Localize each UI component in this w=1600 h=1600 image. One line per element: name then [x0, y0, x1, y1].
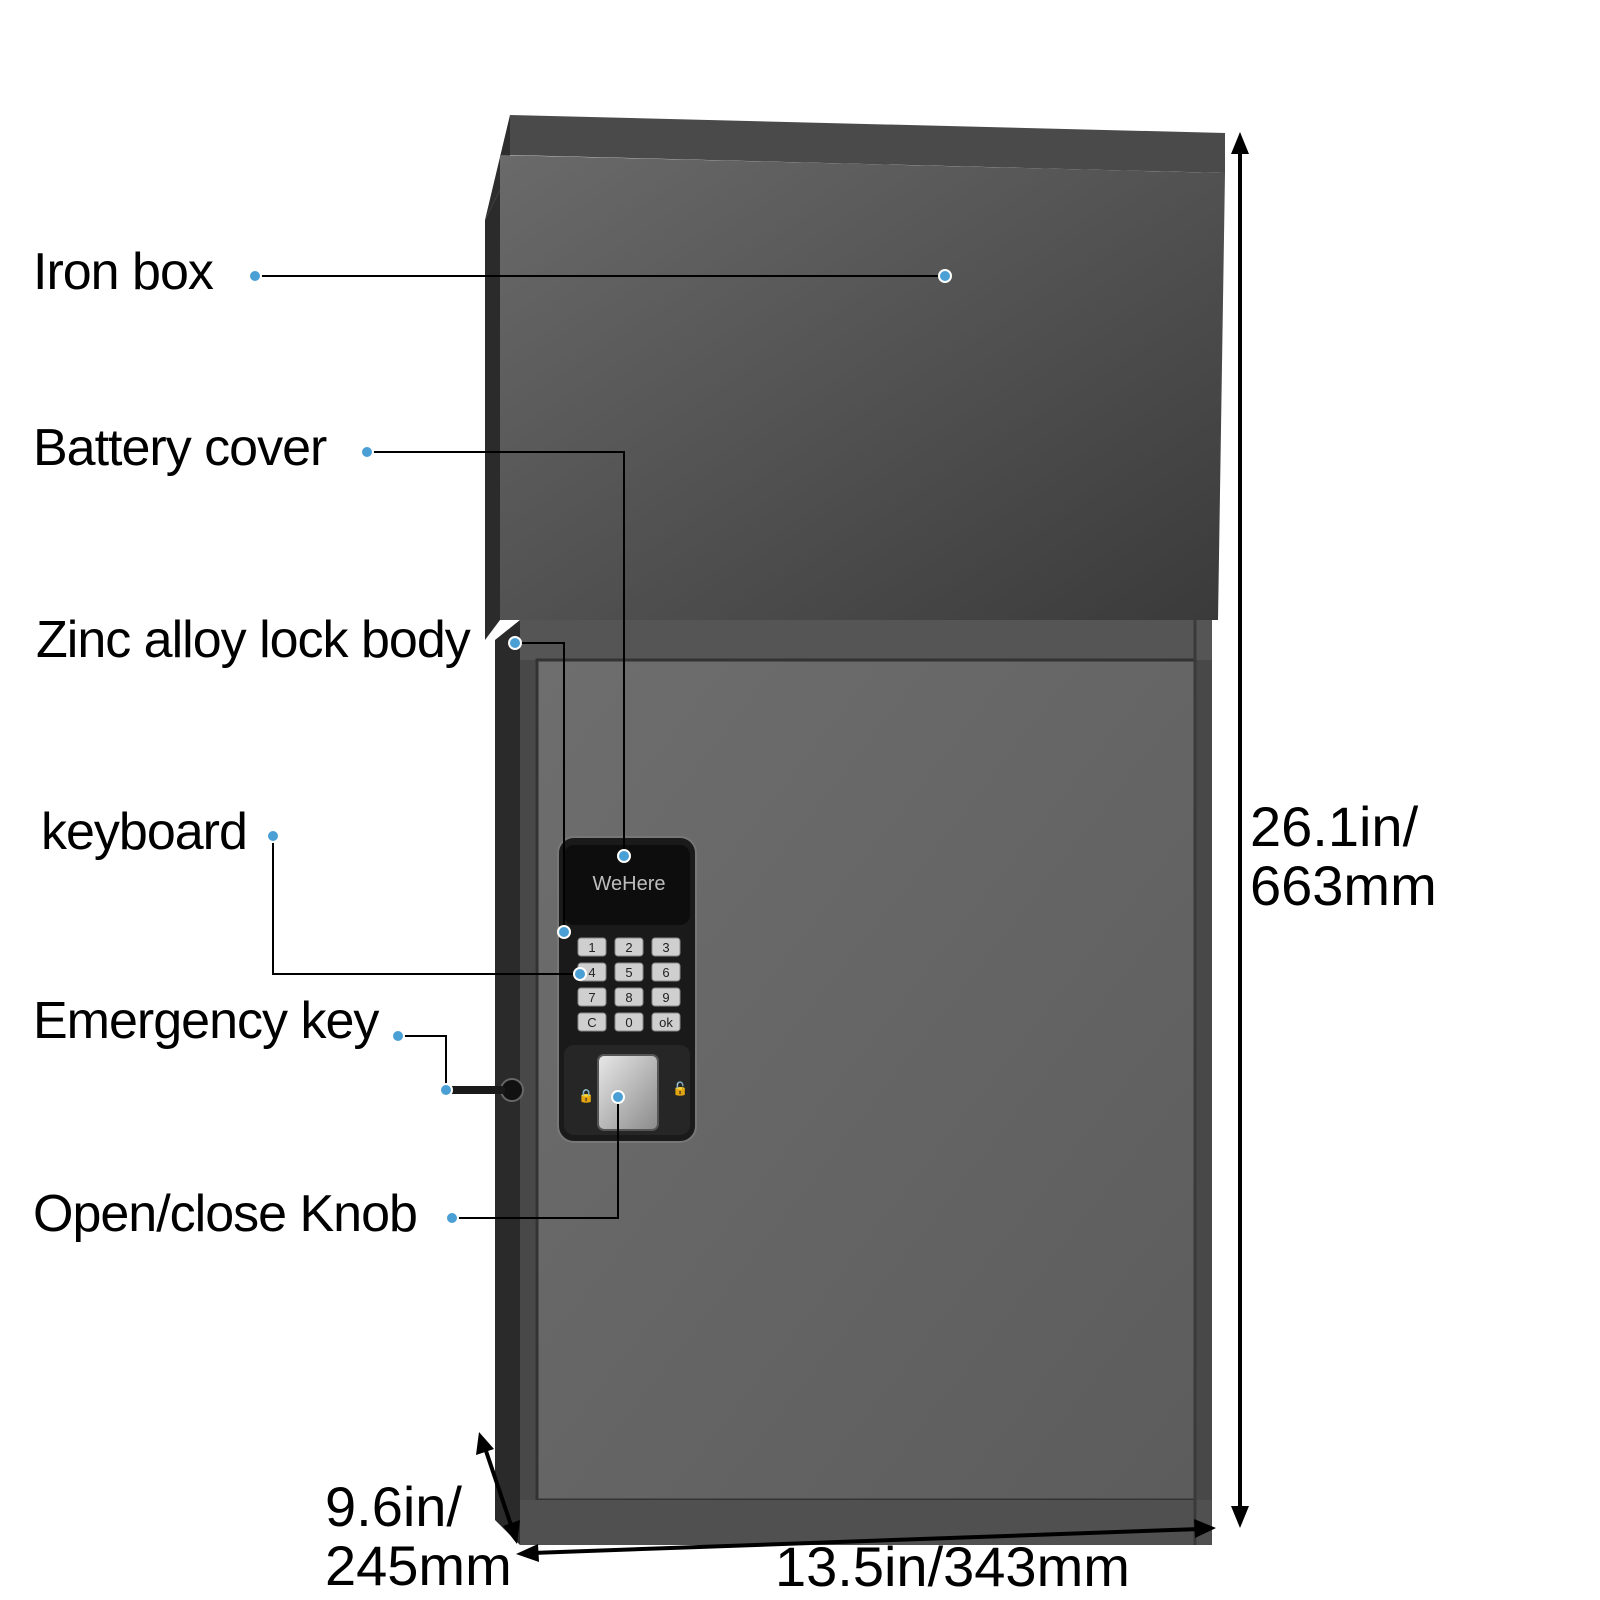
depth-mm: 245mm — [325, 1533, 512, 1597]
keypad-key[interactable] — [651, 987, 681, 1007]
keypad-key-label: 3 — [662, 940, 669, 955]
label-zinc-alloy-lock-body: Zinc alloy lock body — [36, 611, 471, 669]
width-dimension: 13.5in/343mm — [775, 1535, 1130, 1598]
height-dimension: 26.1in/ 663mm — [1250, 795, 1437, 917]
keypad-key-label: 4 — [588, 965, 595, 980]
keypad-unit: WeHere 1 2 3 4 5 6 7 8 9C 0 ok 🔒 🔓 — [557, 836, 697, 1143]
keypad-key-label: 5 — [625, 965, 632, 980]
lower-cabinet — [495, 620, 1212, 1545]
label-emergency-key: Emergency key — [33, 992, 379, 1050]
depth-in: 9.6in/ — [325, 1475, 462, 1538]
keypad-key-label: 6 — [662, 965, 669, 980]
keypad-key-label: 9 — [662, 990, 669, 1005]
height-in: 26.1in/ — [1250, 795, 1419, 858]
dimension-arrows — [476, 132, 1249, 1562]
depth-dimension: 9.6in/ 245mm — [325, 1475, 512, 1597]
keypad-key-label: 1 — [588, 940, 595, 955]
keypad-key-label: ok — [659, 1015, 673, 1030]
keypad-key[interactable] — [577, 987, 607, 1007]
keypad-key[interactable] — [651, 962, 681, 982]
label-iron-box: Iron box — [33, 243, 214, 301]
lock-closed-icon: 🔒 — [578, 1089, 594, 1104]
callout-dots — [248, 269, 952, 1225]
keypad-key[interactable] — [614, 962, 644, 982]
keypad-key[interactable] — [577, 937, 607, 957]
keypad-keys: 1 2 3 4 5 6 7 8 9C 0 ok — [577, 937, 681, 1032]
keypad-key[interactable] — [614, 937, 644, 957]
keypad-key-label: 7 — [588, 990, 595, 1005]
lock-open-icon: 🔓 — [672, 1081, 688, 1097]
keypad-key-label: 0 — [625, 1015, 632, 1030]
callout-lines — [255, 275, 945, 1219]
open-close-knob[interactable] — [597, 1054, 659, 1131]
height-mm: 663mm — [1250, 853, 1437, 917]
keypad-key[interactable] — [614, 1012, 644, 1032]
keypad-key-label: 2 — [625, 940, 632, 955]
label-keyboard: keyboard — [41, 803, 248, 861]
iron-box — [485, 115, 1225, 640]
label-open-close-knob: Open/close Knob — [33, 1185, 418, 1243]
keypad-key-label: C — [587, 1015, 596, 1030]
label-battery-cover: Battery cover — [33, 419, 327, 477]
keypad-key-label: 8 — [625, 990, 632, 1005]
keypad-key[interactable] — [614, 987, 644, 1007]
keypad-key[interactable] — [651, 1012, 681, 1032]
keypad-brand: WeHere — [593, 873, 666, 895]
keypad-key[interactable] — [651, 937, 681, 957]
emergency-key — [440, 1078, 524, 1102]
keypad-key[interactable] — [577, 1012, 607, 1032]
